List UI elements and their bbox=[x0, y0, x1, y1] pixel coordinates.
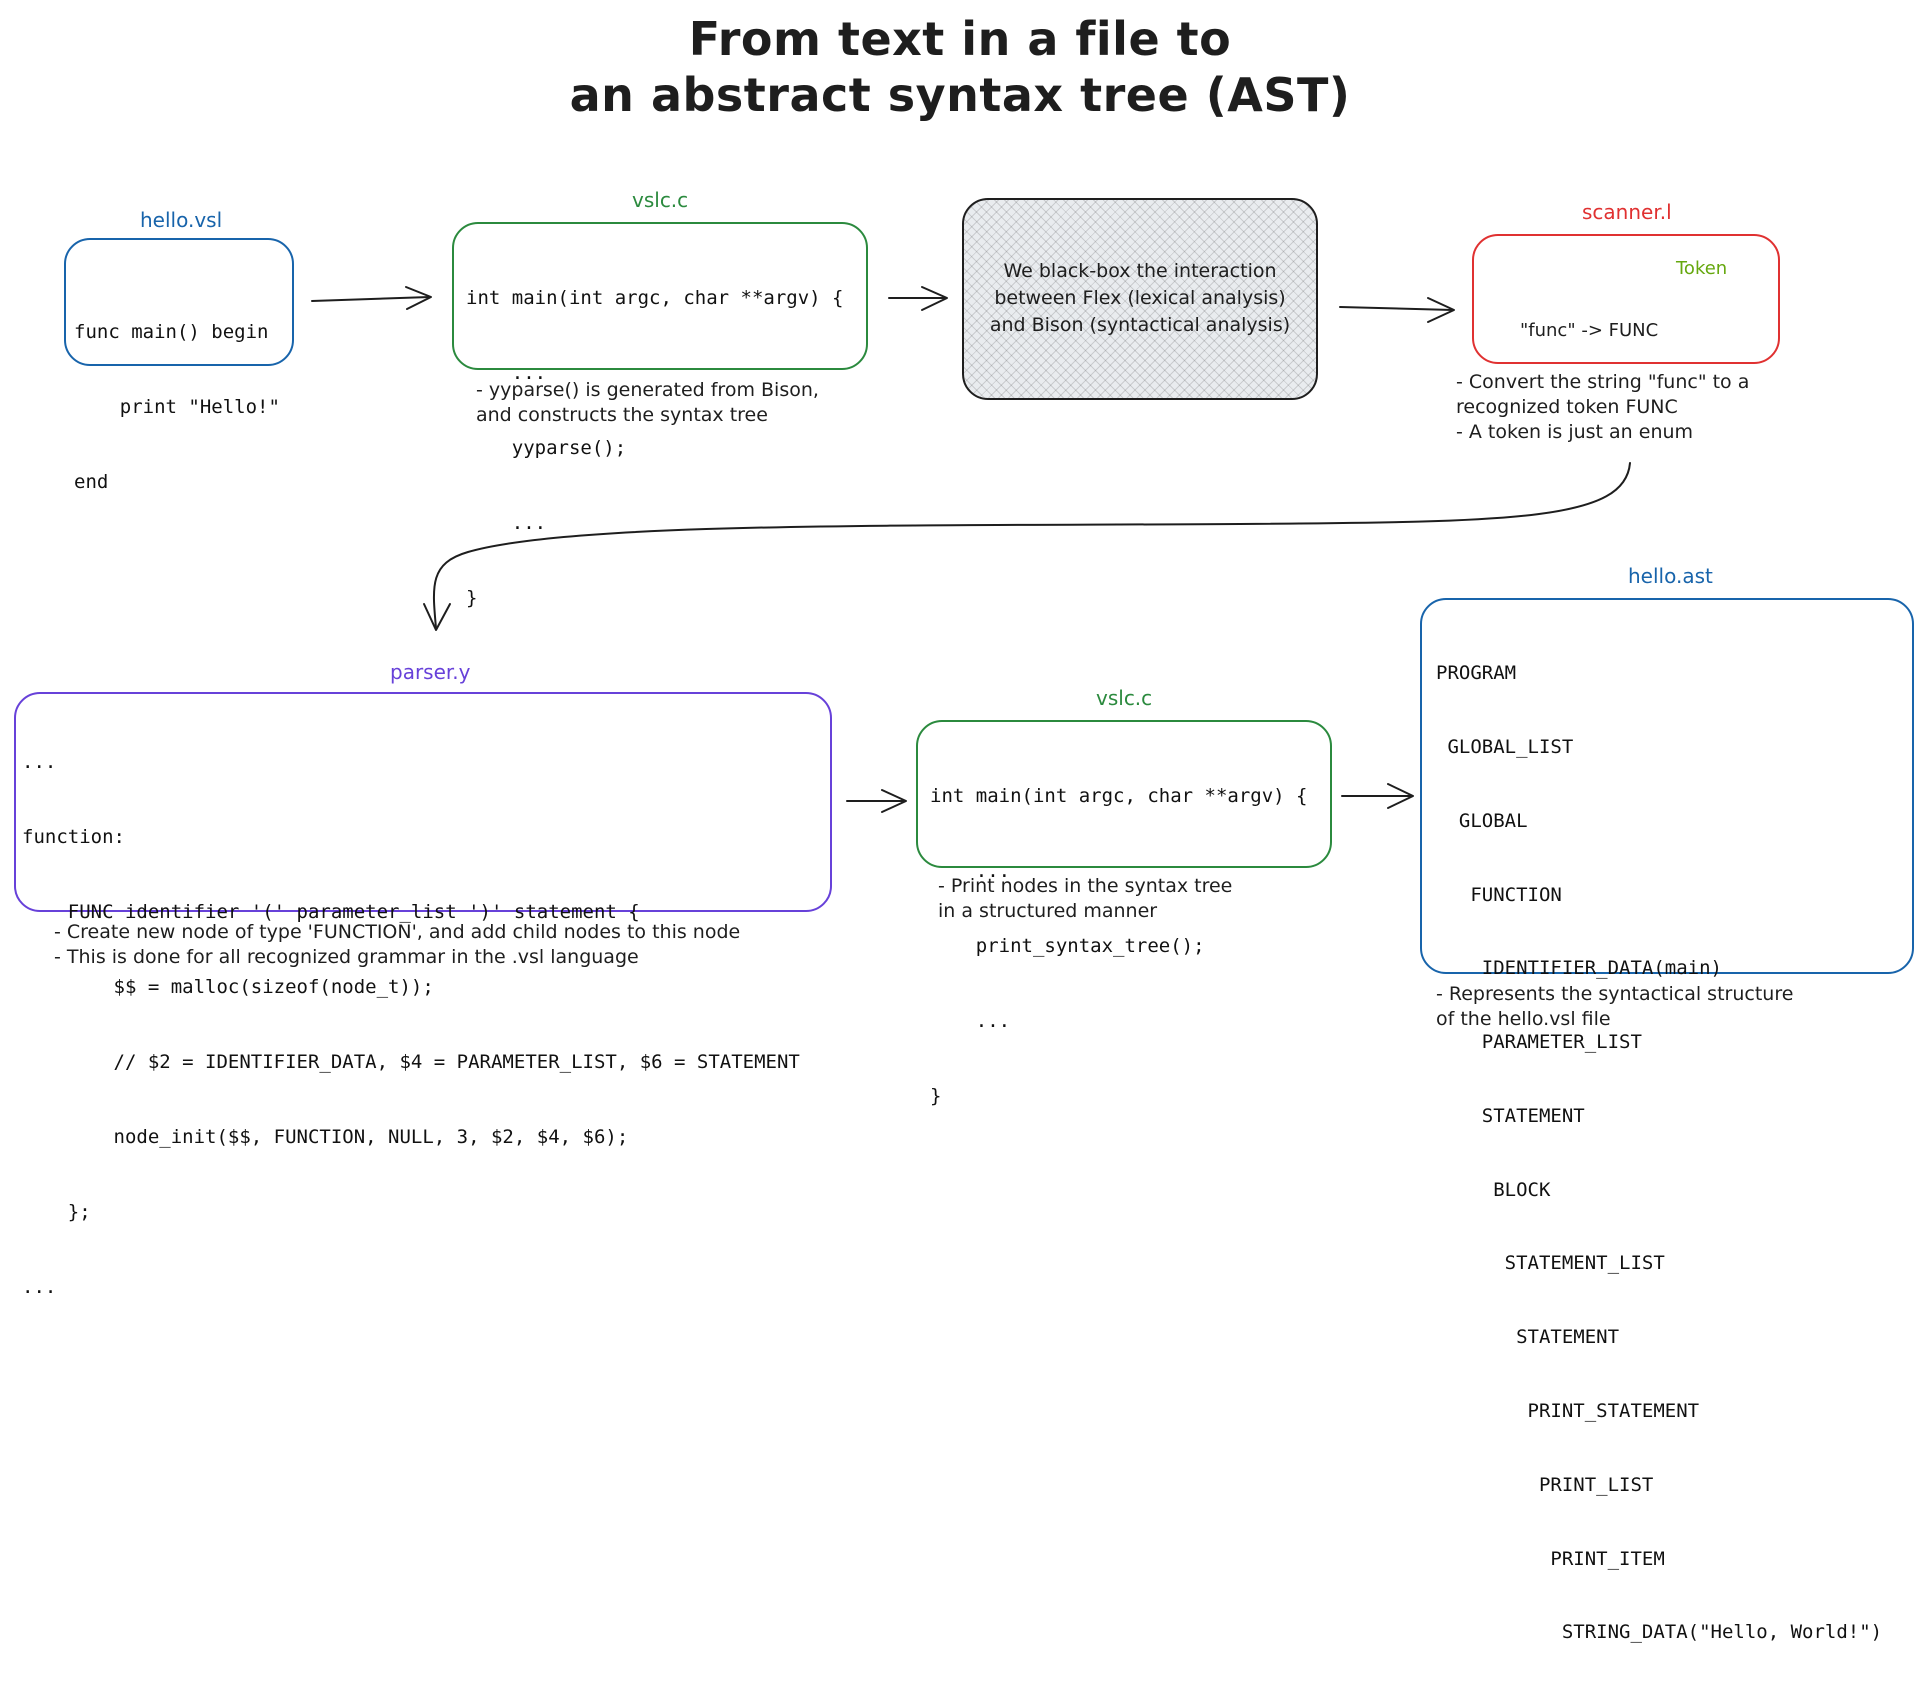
code-line: ... bbox=[466, 362, 547, 384]
hello-vsl-code: func main() begin print "Hello!" end bbox=[74, 270, 280, 545]
code-line: end bbox=[74, 471, 109, 493]
code-line: PARAMETER_LIST bbox=[1436, 1031, 1642, 1054]
note-line: - This is done for all recognized gramma… bbox=[54, 946, 639, 968]
blackbox-text: We black-box the interaction between Fle… bbox=[964, 258, 1316, 339]
scanner-label: scanner.l bbox=[1582, 200, 1672, 224]
vslc-bottom-code: int main(int argc, char **argv) { ... pr… bbox=[930, 734, 1308, 1159]
code-line: ... bbox=[930, 1010, 1011, 1032]
note-line: We black-box the interaction bbox=[1003, 260, 1277, 282]
hello-ast-notes: - Represents the syntactical structure o… bbox=[1436, 982, 1793, 1032]
connector-layer bbox=[311, 286, 1678, 813]
code-line: function: bbox=[22, 826, 125, 848]
hello-vsl-label: hello.vsl bbox=[140, 208, 223, 232]
note-line: - Represents the syntactical structure bbox=[1436, 983, 1794, 1005]
note-line: recognized token FUNC bbox=[1456, 396, 1678, 418]
arrow-parser-to-vslc bbox=[846, 789, 907, 813]
code-line: ... bbox=[466, 512, 547, 534]
note-line: - Convert the string "func" to a bbox=[1456, 371, 1750, 393]
hello-ast-label: hello.ast bbox=[1628, 564, 1713, 588]
note-line: between Flex (lexical analysis) bbox=[994, 287, 1286, 309]
code-line: int main(int argc, char **argv) { bbox=[466, 287, 844, 309]
code-line: ... bbox=[22, 1276, 57, 1298]
code-line: } bbox=[930, 1085, 942, 1107]
note-line: of the hello.vsl file bbox=[1436, 1008, 1611, 1030]
note-line: - Create new node of type 'FUNCTION', an… bbox=[54, 921, 741, 943]
code-line: print "Hello!" bbox=[74, 396, 280, 418]
parser-notes: - Create new node of type 'FUNCTION', an… bbox=[54, 920, 740, 970]
vslc-bottom-notes: - Print nodes in the syntax tree in a st… bbox=[938, 874, 1232, 924]
arrow-hello-to-vslc bbox=[311, 286, 432, 310]
code-line: STATEMENT bbox=[1436, 1326, 1620, 1349]
code-line: $$ = malloc(sizeof(node_t)); bbox=[22, 976, 434, 998]
code-line: BLOCK bbox=[1436, 1178, 1551, 1201]
code-line: ... bbox=[930, 860, 1011, 882]
note-line: in a structured manner bbox=[938, 900, 1158, 922]
code-line: int main(int argc, char **argv) { bbox=[930, 785, 1308, 807]
arrow-vslc-to-blackbox bbox=[888, 286, 948, 311]
vslc-top-code: int main(int argc, char **argv) { ... yy… bbox=[466, 236, 844, 661]
code-line: PROGRAM bbox=[1436, 662, 1517, 685]
hello-ast-box: PROGRAM GLOBAL_LIST GLOBAL FUNCTION IDEN… bbox=[1420, 598, 1914, 1643]
parser-box: ... function: FUNC identifier '(' parame… bbox=[14, 692, 832, 1298]
note-line: - Print nodes in the syntax tree bbox=[938, 875, 1233, 897]
diagram-title-line-2: an abstract syntax tree (AST) bbox=[569, 68, 1351, 122]
arrow-scanner-to-parser bbox=[423, 462, 1631, 631]
diagram-title-line-1: From text in a file to bbox=[688, 12, 1232, 66]
note-line: and constructs the syntax tree bbox=[476, 404, 768, 426]
code-line: func main() begin bbox=[74, 321, 269, 343]
vslc-top-box: int main(int argc, char **argv) { ... yy… bbox=[452, 222, 868, 609]
note-line: and Bison (syntactical analysis) bbox=[989, 314, 1291, 336]
parser-label: parser.y bbox=[390, 660, 471, 684]
code-line: FUNCTION bbox=[1436, 883, 1562, 906]
code-line: PRINT_ITEM bbox=[1436, 1547, 1665, 1570]
code-line: IDENTIFIER_DATA(main) bbox=[1436, 957, 1722, 980]
arrow-vslc-to-ast bbox=[1341, 783, 1414, 809]
note-line: - yyparse() is generated from Bison, bbox=[476, 379, 819, 401]
ast-pipeline-diagram: From text in a file to an abstract synta… bbox=[14, 12, 1914, 1643]
blackbox-node: We black-box the interaction between Fle… bbox=[962, 198, 1318, 400]
code-line: node_init($$, FUNCTION, NULL, 3, $2, $4,… bbox=[22, 1126, 629, 1148]
vslc-top-notes: - yyparse() is generated from Bison, and… bbox=[476, 378, 819, 428]
code-line: print_syntax_tree(); bbox=[930, 935, 1205, 957]
hello-ast-code: PROGRAM GLOBAL_LIST GLOBAL FUNCTION IDEN… bbox=[1436, 612, 1882, 1694]
note-line: - A token is just an enum bbox=[1456, 421, 1694, 443]
code-line: }; bbox=[22, 1201, 91, 1223]
code-line: PRINT_STATEMENT bbox=[1436, 1400, 1700, 1422]
code-line: } bbox=[466, 587, 478, 609]
vslc-bottom-box: int main(int argc, char **argv) { ... pr… bbox=[916, 720, 1332, 1107]
vslc-bottom-label: vslc.c bbox=[1096, 686, 1153, 710]
code-line: ... bbox=[22, 751, 57, 773]
token-label: Token bbox=[1676, 258, 1728, 279]
scanner-rule: "func" -> FUNC bbox=[1520, 320, 1659, 341]
parser-code: ... function: FUNC identifier '(' parame… bbox=[22, 700, 800, 1350]
vslc-top-label: vslc.c bbox=[632, 188, 689, 212]
code-line: yyparse(); bbox=[466, 437, 627, 459]
code-line: PRINT_LIST bbox=[1436, 1473, 1654, 1496]
code-line: GLOBAL bbox=[1436, 809, 1528, 832]
arrow-blackbox-to-scanner bbox=[1339, 297, 1455, 323]
code-line: GLOBAL_LIST bbox=[1436, 735, 1574, 758]
scanner-box: Token "func" -> FUNC bbox=[1472, 234, 1780, 364]
code-line: // $2 = IDENTIFIER_DATA, $4 = PARAMETER_… bbox=[22, 1051, 800, 1073]
code-line: STRING_DATA("Hello, World!") bbox=[1436, 1621, 1883, 1644]
code-line: STATEMENT_LIST bbox=[1436, 1252, 1665, 1275]
scanner-notes: - Convert the string "func" to a recogni… bbox=[1456, 370, 1749, 445]
code-line: FUNC identifier '(' parameter_list ')' s… bbox=[22, 901, 640, 923]
hello-vsl-box: func main() begin print "Hello!" end bbox=[64, 238, 294, 493]
code-line: STATEMENT bbox=[1436, 1104, 1585, 1127]
